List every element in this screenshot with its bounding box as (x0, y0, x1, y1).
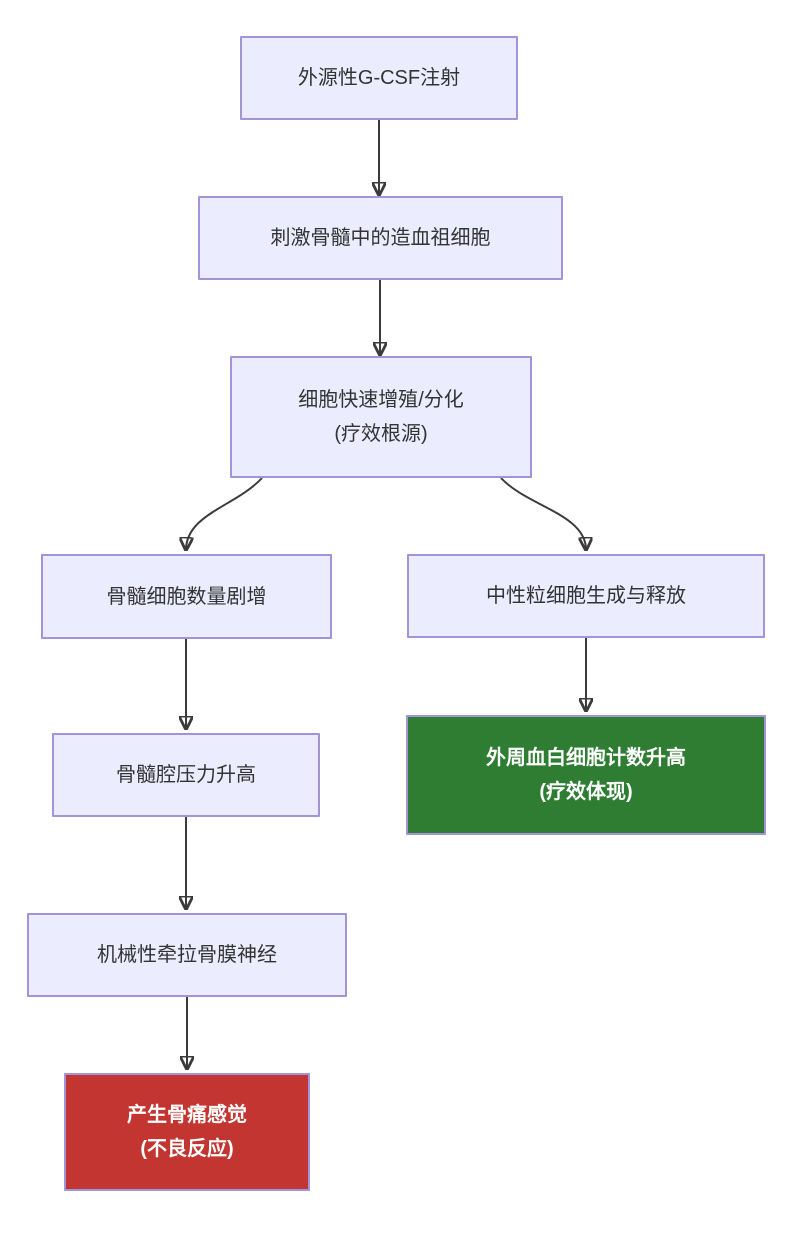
node-label: 细胞快速增殖/分化 (298, 389, 464, 411)
node-gcsf-injection: 外源性G-CSF注射 (240, 36, 518, 120)
node-label: 外源性G-CSF注射 (297, 67, 461, 89)
edge-C-E (500, 477, 586, 549)
node-stimulate-progenitor-cells: 刺激骨髓中的造血祖细胞 (198, 196, 563, 280)
node-label: 中性粒细胞生成与释放 (486, 585, 686, 607)
node-label: 外周血白细胞计数升高 (486, 747, 686, 769)
node-sublabel: (疗效根源) (334, 423, 428, 445)
node-label: 刺激骨髓中的造血祖细胞 (270, 227, 491, 249)
node-label: 骨髓腔压力升高 (116, 764, 256, 786)
node-marrow-cell-surge: 骨髓细胞数量剧增 (41, 554, 332, 639)
node-sublabel: (疗效体现) (539, 781, 633, 803)
node-label: 机械性牵拉骨膜神经 (97, 944, 277, 966)
node-periosteal-nerve-traction: 机械性牵拉骨膜神经 (27, 913, 347, 997)
node-sublabel: (不良反应) (140, 1138, 234, 1160)
edge-C-D (186, 477, 263, 549)
node-wbc-count-rise: 外周血白细胞计数升高 (疗效体现) (406, 715, 766, 835)
node-marrow-pressure-rise: 骨髓腔压力升高 (52, 733, 320, 817)
node-label: 产生骨痛感觉 (127, 1104, 247, 1126)
node-label: 骨髓细胞数量剧增 (106, 585, 267, 608)
node-neutrophil-release: 中性粒细胞生成与释放 (407, 554, 765, 638)
node-rapid-proliferation: 细胞快速增殖/分化 (疗效根源) (230, 356, 532, 478)
node-bone-pain: 产生骨痛感觉 (不良反应) (64, 1073, 310, 1191)
